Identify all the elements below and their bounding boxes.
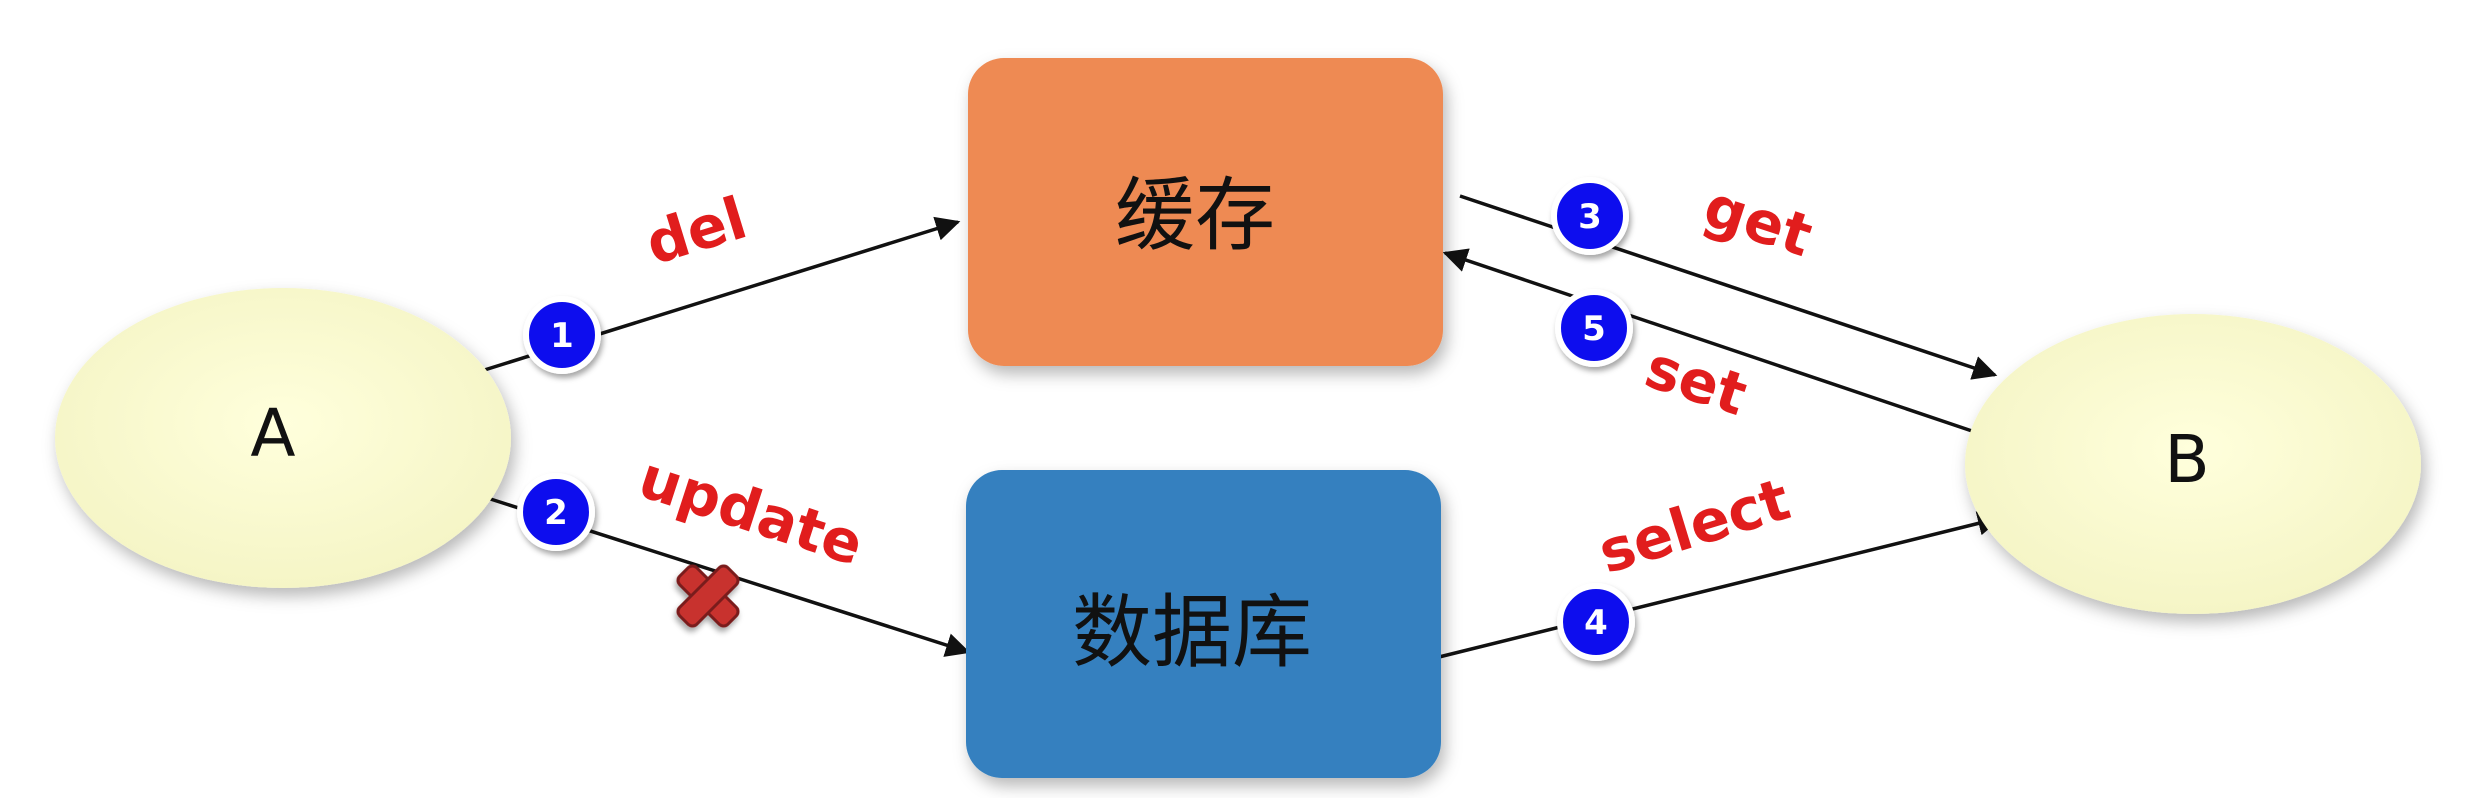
step-number-2: 2 [544,493,568,533]
node-database-shape [966,470,1441,778]
step-number-3: 3 [1578,197,1602,237]
arrow-b-to-cache [1442,248,1976,434]
arrow-database-to-b [1434,511,2003,660]
node-cache-label: 缓存 [1115,169,1275,262]
node-a-label: A [250,395,295,472]
edge-label-del: del [638,184,754,278]
node-b-label: B [2164,421,2209,498]
step-number-5: 5 [1582,309,1606,349]
node-a-shape [55,288,511,588]
node-database: 数据库 [966,470,1441,778]
step-badge-1: 1 [523,296,601,374]
step-badge-5: 5 [1555,289,1633,367]
node-database-label: 数据库 [1072,586,1312,679]
node-cache: 缓存 [968,58,1443,366]
node-b-shape [1965,314,2421,614]
step-badge-3: 3 [1551,177,1629,255]
arrow-cache-to-b [1459,194,1998,380]
failure-cross-icon [676,564,740,628]
step-badge-4: 4 [1557,583,1635,661]
step-number-4: 4 [1584,603,1608,643]
step-badge-2: 2 [517,473,595,551]
step-number-1: 1 [550,316,574,356]
edge-label-select: select [1591,465,1798,587]
edge-label-get: get [1696,172,1820,270]
edge-label-set: set [1637,333,1755,429]
node-cache-shape [968,58,1443,366]
node-b: B [1965,314,2421,614]
node-a: A [55,288,511,588]
edge-label-update: update [631,443,871,579]
